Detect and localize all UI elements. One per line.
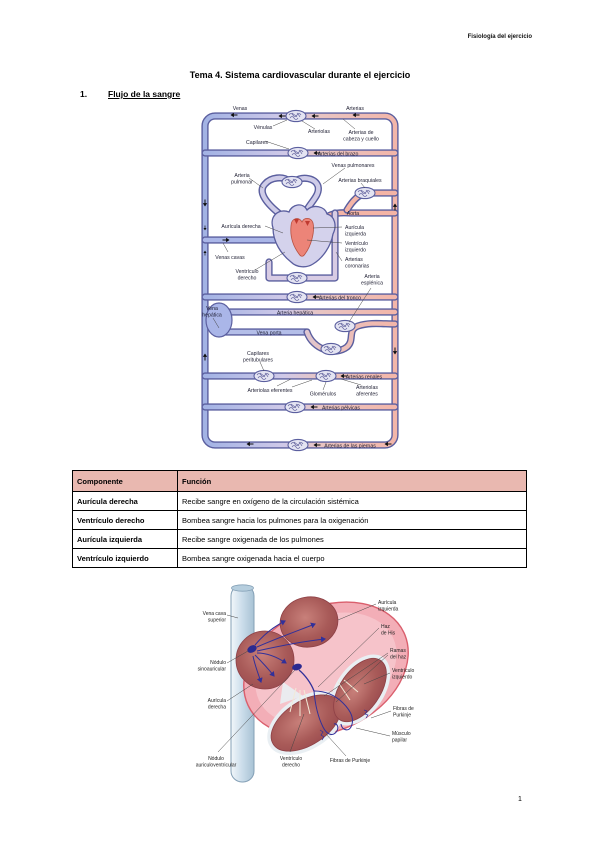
label-nodulo-sa-1: Nódulo [210,660,226,666]
table-row: Ventrículo derecho Bombea sangre hacia l… [72,510,527,530]
table-row: Aurícula derecha Recibe sangre en oxígen… [72,491,527,511]
label-ventriculo-izquierdo-1: Ventrículo [345,241,368,247]
cell-componente: Ventrículo izquierdo [72,548,178,568]
label-auricula-derecha: Aurícula derecha [221,224,260,230]
sa-node [247,645,257,653]
label-tronco: Arterias del tronco [319,296,361,302]
table-header-row: Componente Función [72,470,527,492]
cell-funcion: Bombea sangre oxigenada hacia el cuerpo [177,548,527,568]
label-arteria-pulmonar-2: pulmonar [231,180,253,186]
label-venas-pulmonares: Venas pulmonares [332,163,375,169]
label-esplenica-1: Arteria [364,274,379,280]
label-peritubulares-2: peritubulares [243,358,273,364]
label-braquiales: Arterias braquiales [338,178,382,184]
conduction-system [247,620,369,741]
label-coronarias-2: coronarias [345,264,370,270]
label-peritubulares-1: Capilares [247,351,269,357]
header-funcion: Función [177,470,527,492]
component-function-table: Componente Función Aurícula derecha Reci… [72,470,527,568]
label-eferentes: Arteriolas eferentes [248,388,293,394]
label-ventriculo-izquierdo-2: izquierdo [392,675,413,681]
pointer-lines [212,118,372,391]
cell-componente: Ventrículo derecho [72,510,178,530]
pulmonary-loop-tube [258,174,322,219]
cell-componente: Aurícula derecha [72,491,178,511]
cell-componente: Aurícula izquierda [72,529,178,549]
section-number: 1. [80,89,88,99]
label-auricula-izquierda-2: izquierda [378,607,399,613]
left-atrium [279,596,339,648]
label-ventriculo-derecho-1: Ventrículo [235,269,258,275]
label-cabeza-1: Arterias de [348,130,373,136]
header-componente: Componente [72,470,178,492]
circulation-diagram: Venas Arterias Vénulas Arteriolas Arteri… [201,106,399,452]
label-vena-cava-2: superior [208,618,226,624]
label-auricula-izquierda-1: Aurícula [378,600,397,606]
label-auricula-derecha-2: derecha [208,705,226,711]
cell-funcion: Bombea sangre hacia los pulmones para la… [177,510,527,530]
label-vena-cava-1: Vena cava [203,611,227,617]
header-right-text: Fisiología del ejercicio [467,34,532,40]
label-renales: Arterias renales [346,375,383,381]
label-cabeza-2: cabeza y cuello [343,137,379,143]
pointer-lines [217,603,392,757]
av-node [292,663,302,671]
label-ramas-haz-2: del haz [390,655,407,661]
label-ventriculo-derecho-2: derecho [238,276,257,282]
page-title: Tema 4. Sistema cardiovascular durante e… [189,70,411,80]
cell-funcion: Recibe sangre oxigenada de los pulmones [177,529,527,549]
label-auricula-derecha-1: Aurícula [208,698,227,704]
label-haz-his-2: de His [381,631,396,637]
label-arteria-pulmonar-1: Arteria [234,173,249,179]
label-arteria-hepatica: Arteria hepática [277,311,313,317]
table-row: Aurícula izquierda Recibe sangre oxigena… [72,529,527,549]
heart-conduction-diagram: Vena cava superior Nódulo sinoauricular … [196,584,414,783]
label-vena-porta: Vena porta [256,331,281,337]
heart-shape [271,204,336,268]
label-nodulo-sa-2: sinoauricular [198,667,227,673]
label-arteriolas: Arteriolas [308,129,330,135]
label-glomerulos: Glomérulos [310,392,337,398]
label-venas: Venas [233,106,248,112]
cell-funcion: Recibe sangre en oxígeno de la circulaci… [177,491,527,511]
label-brazo: Arterias del brazo [318,152,359,158]
label-haz-his-1: Haz [381,624,390,630]
table-row: Ventrículo izquierdo Bombea sangre oxige… [72,548,527,568]
label-venas-cavas: Venas cavas [215,255,245,261]
label-musculo-papilar-1: Músculo [392,731,411,737]
label-arterias: Arterias [346,106,364,112]
label-aorta: Aorta [347,211,360,217]
right-atrium [235,630,295,690]
left-ventricle [333,657,387,723]
label-purkinje-right-2: Purkinje [393,713,411,719]
label-purkinje-right-1: Fibras de [393,706,414,712]
label-musculo-papilar-2: papilar [392,738,407,744]
label-vena-hepatica-2: hepática [202,313,222,319]
section-heading: Flujo de la sangre [108,89,181,99]
label-esplenica-2: esplénica [361,281,383,287]
label-aferentes-1: Arteriolas [356,385,378,391]
label-coronarias-1: Arterias [345,257,363,263]
label-aferentes-2: aferentes [356,392,378,398]
page-number: 1 [518,796,522,803]
porta-tube [219,319,399,355]
label-ventriculo-izquierdo-2: izquierdo [345,248,366,254]
label-capilares: Capilares [246,140,268,146]
label-piernas: Arterias de las piernas [324,444,376,450]
label-auricula-izquierda-2: izquierda [345,232,366,238]
label-ventriculo-derecho-2: derecho [282,763,300,769]
label-ramas-haz-1: Ramas [390,648,406,654]
label-pelvicas: Arterias pélvicas [322,406,360,412]
label-venulas: Vénulas [254,125,273,131]
label-vena-hepatica-1: Vena [206,306,218,312]
liver-bulge [205,302,233,338]
label-nodulo-av-2: auriculoventricular [196,763,237,769]
label-nodulo-av-1: Nódulo [208,756,224,762]
label-auricula-izquierda-1: Aurícula [345,225,364,231]
label-purkinje-bottom: Fibras de Purkinje [330,758,371,764]
label-ventriculo-derecho-1: Ventrículo [280,756,302,762]
label-ventriculo-izquierdo-1: Ventrículo [392,668,414,674]
